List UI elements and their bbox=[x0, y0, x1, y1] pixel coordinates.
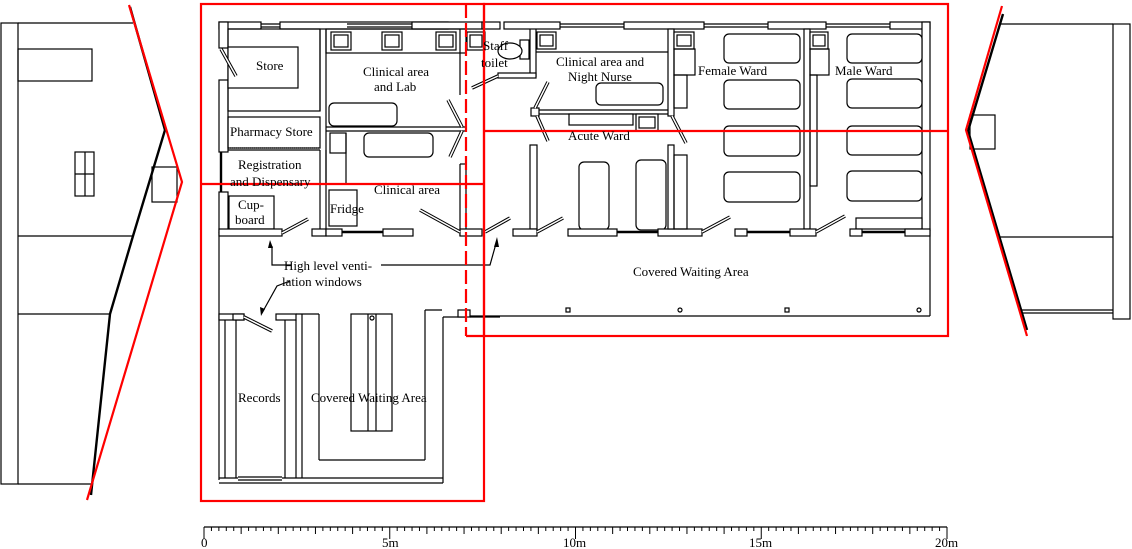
scale-label-5m: 5m bbox=[382, 535, 399, 549]
label-records: Records bbox=[238, 390, 281, 405]
scale-bar bbox=[203, 526, 948, 539]
label-covered-waiting-right: Covered Waiting Area bbox=[633, 264, 749, 279]
label-clinical-area: Clinical area bbox=[374, 182, 440, 197]
annotation-ventilation-1: High level venti- bbox=[284, 258, 372, 273]
label-cupboard-2: board bbox=[235, 212, 265, 227]
red-grid-overlay bbox=[199, 2, 950, 503]
label-store: Store bbox=[256, 58, 284, 73]
scale-label-0: 0 bbox=[201, 535, 208, 549]
scale-label-15m: 15m bbox=[749, 535, 772, 549]
label-registration-2: and Dispensary bbox=[230, 174, 311, 189]
label-covered-waiting-left: Covered Waiting Area bbox=[311, 390, 427, 405]
label-clinical-lab-2: and Lab bbox=[374, 79, 416, 94]
label-clinical-night-1: Clinical area and bbox=[556, 54, 645, 69]
label-acute-ward: Acute Ward bbox=[568, 128, 630, 143]
label-male-ward: Male Ward bbox=[835, 63, 893, 78]
scale-labels: 0 5m 10m 15m 20m bbox=[201, 535, 958, 549]
label-pharmacy-store: Pharmacy Store bbox=[230, 124, 313, 139]
label-registration-1: Registration bbox=[238, 157, 302, 172]
label-clinical-lab-1: Clinical area bbox=[363, 64, 429, 79]
right-elevation bbox=[964, 5, 1131, 337]
plan-walls bbox=[218, 21, 931, 484]
label-cupboard-1: Cup- bbox=[238, 197, 264, 212]
scale-label-20m: 20m bbox=[935, 535, 958, 549]
label-clinical-night-2: Night Nurse bbox=[568, 69, 632, 84]
left-elevation bbox=[0, 4, 184, 501]
annotation-ventilation-2: lation windows bbox=[282, 274, 362, 289]
label-staff-toilet-2: toilet bbox=[481, 55, 508, 70]
label-female-ward: Female Ward bbox=[698, 63, 768, 78]
label-fridge: Fridge bbox=[330, 201, 364, 216]
room-labels: Store Clinical area and Lab Staff toilet… bbox=[230, 38, 893, 405]
scale-label-10m: 10m bbox=[563, 535, 586, 549]
label-staff-toilet-1: Staff bbox=[483, 38, 509, 53]
